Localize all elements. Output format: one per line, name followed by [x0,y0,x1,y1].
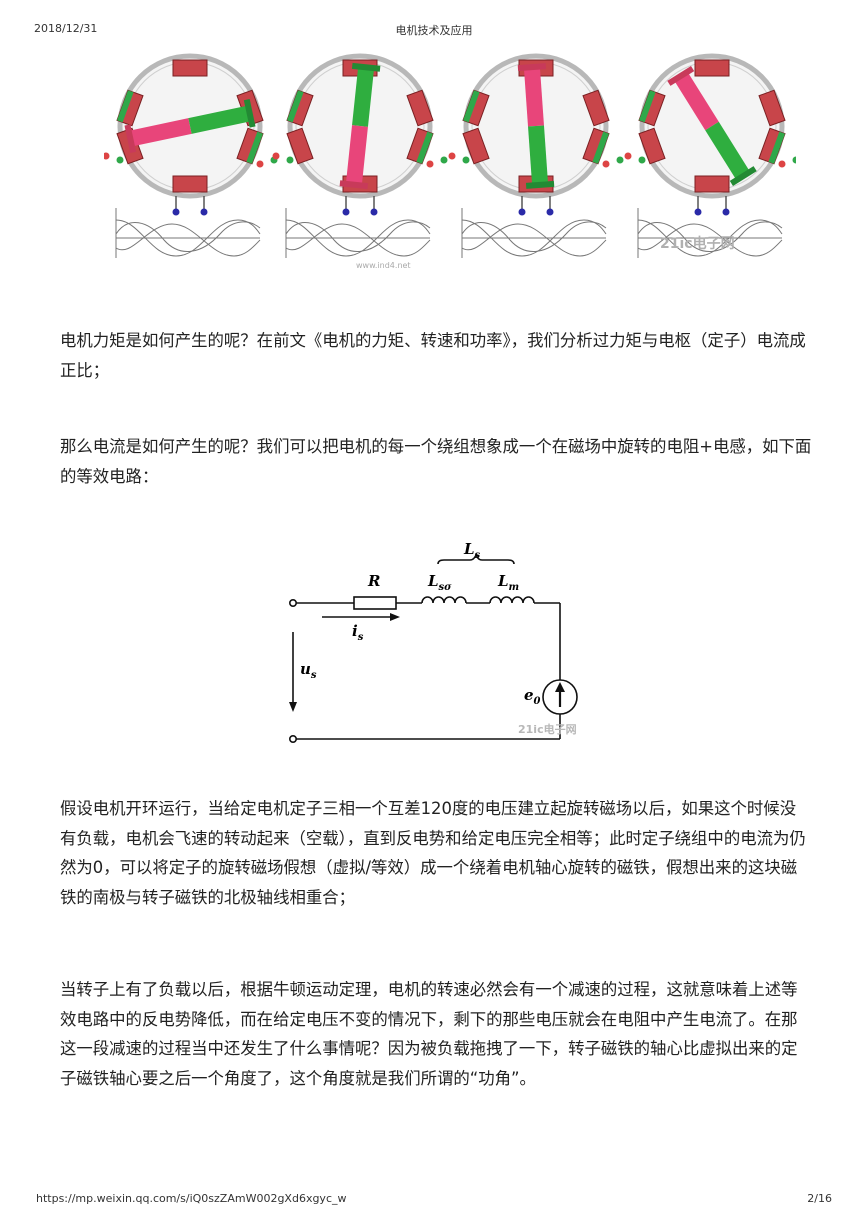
motor-frame-4 [625,56,797,258]
motor-frame-3 [449,56,624,258]
paragraph-1: 电机力矩是如何产生的呢？在前文《电机的力矩、转速和功率》，我们分析过力矩与电枢（… [60,331,806,380]
paragraph-4: 当转子上有了负载以后，根据牛顿运动定理，电机的转速必然会有一个减速的过程，这就意… [60,980,798,1088]
equivalent-circuit-diagram: R Ls Lsσ Lm is us e0 21ic电子网 [289,540,578,744]
svg-text:us: us [300,660,317,681]
motor-frame-1 [104,56,278,258]
label-lm: L [497,572,509,590]
paragraph-2: 那么电流是如何产生的呢？我们可以把电机的每一个绕组想象成一个在磁场中旋转的电阻+… [60,437,812,486]
label-e0-sub: 0 [534,696,541,707]
label-us-sub: s [311,670,317,681]
svg-text:Ls: Ls [463,540,481,561]
label-is-sub: s [358,632,364,643]
motor-figure-watermark: 21ic电子网 [660,235,735,252]
header-title: 电机技术及应用 [395,24,473,37]
motor-rotation-figure: www.ind4.net 21ic电子网 [104,48,797,270]
label-lm-sub: m [509,582,520,593]
header-date: 2018/12/31 [34,22,98,35]
label-ls: L [463,540,475,558]
site-watermark: www.ind4.net [356,261,411,270]
label-lsigma-sub: sσ [439,582,453,593]
inductor-lsigma [421,596,467,604]
label-r: R [367,572,380,590]
label-is: i [352,622,358,640]
svg-text:Lsσ: Lsσ [427,572,452,593]
footer-url: https://mp.weixin.qq.com/s/iQ0szZAmW002g… [36,1192,347,1205]
paragraph-3: 假设电机开环运行，当给定电机定子三相一个互差120度的电压建立起旋转磁场以后，如… [60,799,806,907]
label-e0: e [524,686,534,704]
label-lsigma: L [427,572,439,590]
svg-text:e0: e0 [524,686,541,707]
label-ls-sub: s [475,550,481,561]
motor-frame-2 [273,56,448,258]
circuit-watermark: 21ic电子网 [518,722,577,736]
inductor-lm [489,596,535,604]
footer-page-number: 2/16 [807,1192,832,1205]
svg-text:Lm: Lm [497,572,519,593]
svg-text:is: is [352,622,364,643]
resistor-r [353,596,397,610]
label-us: u [300,660,311,678]
